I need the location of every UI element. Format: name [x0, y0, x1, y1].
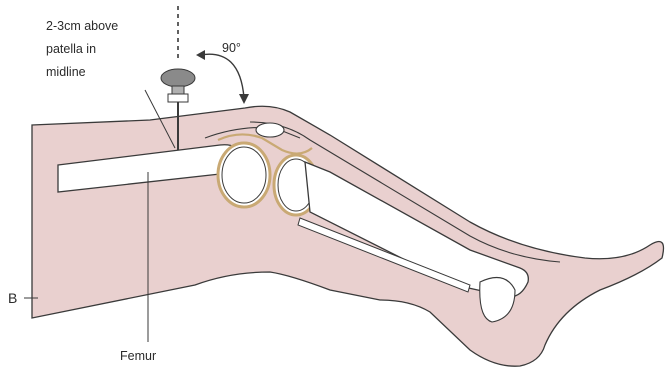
device-neck	[172, 86, 184, 94]
site-label-line3: midline	[46, 65, 86, 79]
site-label-line2: patella in	[46, 42, 96, 56]
angle-arrow-head-start	[196, 50, 205, 60]
angle-arrow-head-end	[239, 94, 249, 104]
patella	[256, 123, 284, 137]
angle-arrow	[200, 54, 244, 98]
femur-label: Femur	[120, 349, 156, 363]
device-hub	[168, 94, 188, 102]
femoral-condyle-inner	[222, 147, 266, 203]
angle-label: 90°	[222, 41, 241, 55]
leg-skin	[32, 106, 664, 366]
panel-label: B	[8, 290, 17, 306]
site-label-line1: 2-3cm above	[46, 19, 118, 33]
device-head	[161, 69, 195, 87]
